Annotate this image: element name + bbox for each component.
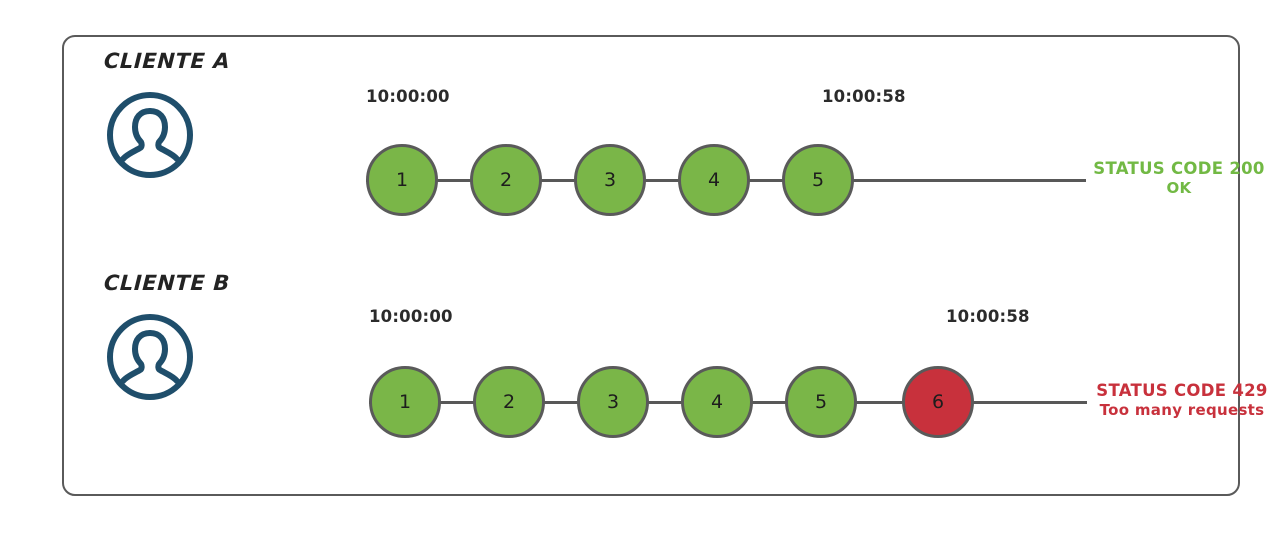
request-node[interactable]: 3 (574, 144, 646, 216)
request-node[interactable]: 4 (681, 366, 753, 438)
user-avatar-icon (104, 311, 196, 403)
request-node[interactable]: 5 (782, 144, 854, 216)
client-label-b: CLIENTE B (103, 271, 231, 295)
client-identity-a: CLIENTE A (103, 49, 304, 181)
status-message-b: Too many requests (1099, 401, 1265, 420)
request-node[interactable]: 4 (678, 144, 750, 216)
request-node[interactable]: 2 (473, 366, 545, 438)
request-node[interactable]: 3 (577, 366, 649, 438)
timestamp-end-b: 10:00:58 (946, 307, 1030, 326)
request-node[interactable]: 2 (470, 144, 542, 216)
status-badge-a: STATUS CODE 200 OK (1084, 159, 1274, 197)
status-badge-b: STATUS CODE 429 Too many requests (1082, 381, 1280, 419)
timestamp-start-b: 10:00:00 (369, 307, 453, 326)
request-node[interactable]: 1 (369, 366, 441, 438)
client-label-a: CLIENTE A (103, 49, 231, 73)
timestamp-start-a: 10:00:00 (366, 87, 450, 106)
timeline-b: 10:00:00 10:00:58 1 2 3 4 5 6 STATUS COD… (304, 259, 1267, 459)
request-sequence-b: 1 2 3 4 5 6 (304, 259, 1244, 459)
request-node[interactable]: 5 (785, 366, 857, 438)
timestamp-end-a: 10:00:58 (822, 87, 906, 106)
client-identity-b: CLIENTE B (103, 271, 304, 403)
request-sequence-a: 1 2 3 4 5 (304, 37, 1244, 237)
request-node[interactable]: 1 (366, 144, 438, 216)
request-node-error[interactable]: 6 (902, 366, 974, 438)
status-code-b: STATUS CODE 429 (1096, 381, 1268, 400)
status-code-a: STATUS CODE 200 (1093, 159, 1265, 178)
timeline-a: 10:00:00 10:00:58 1 2 3 4 5 STATUS CODE … (304, 37, 1264, 237)
status-message-a: OK (1166, 179, 1192, 198)
user-avatar-icon (104, 89, 196, 181)
diagram-frame: CLIENTE A 10:00:00 10:00:58 1 2 3 4 (62, 35, 1267, 496)
